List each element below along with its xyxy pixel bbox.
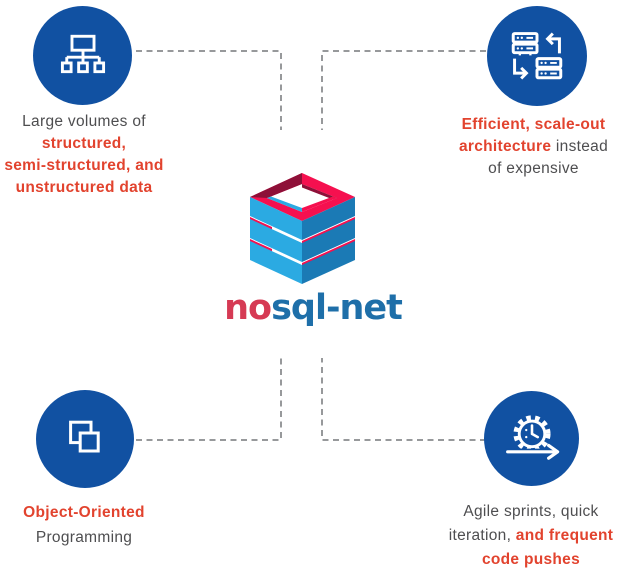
data-volumes-circle [33, 6, 132, 105]
agile-gear-clock-icon [505, 414, 559, 460]
label-line: architecture instead [443, 136, 624, 158]
stacked-cube-database-icon [250, 173, 355, 284]
scale-out-circle [487, 6, 587, 106]
connector-bottom-left [136, 358, 282, 441]
label-line: Large volumes of [0, 111, 168, 133]
text-segment: of expensive [488, 160, 579, 177]
logo-wordmark: nosql-net [203, 288, 423, 328]
text-segment: Programming [35, 529, 133, 546]
oop-circle [36, 390, 134, 488]
label-line: structured, [0, 133, 168, 155]
wordmark-blue-part: sql-net [271, 288, 403, 328]
label-oop: Object-Oriented Programming [0, 500, 168, 550]
text-segment: iteration, [448, 527, 516, 544]
label-line: code pushes [431, 548, 624, 571]
text-segment: unstructured data [15, 179, 153, 196]
connector-bottom-right [321, 358, 486, 441]
text-segment: Agile sprints, quick [463, 503, 599, 520]
text-segment: semi-structured, and [4, 157, 164, 174]
overlapping-squares-icon [69, 420, 100, 453]
text-segment: Efficient, scale-out [461, 116, 606, 133]
label-agile: Agile sprints, quick iteration, and freq… [431, 500, 624, 571]
label-line: Programming [0, 525, 168, 550]
label-line: Agile sprints, quick [431, 500, 624, 524]
text-segment: and frequent [515, 527, 614, 544]
text-segment: code pushes [481, 551, 581, 568]
server-sync-icon [511, 32, 563, 80]
label-large-volumes: Large volumes of structured, semi-struct… [0, 111, 168, 199]
connector-top-right [321, 50, 486, 130]
label-scale-out: Efficient, scale-out architecture instea… [443, 114, 624, 180]
text-segment: Object-Oriented [23, 504, 145, 521]
wordmark-red-part: no [224, 288, 272, 328]
text-segment: structured, [41, 135, 127, 152]
label-line: of expensive [443, 158, 624, 180]
label-line: unstructured data [0, 177, 168, 199]
agile-circle [484, 391, 579, 486]
label-line: Object-Oriented [0, 500, 168, 525]
text-segment: Large volumes of [22, 113, 146, 130]
text-segment: instead [551, 138, 609, 155]
hierarchy-icon [60, 34, 105, 73]
label-line: iteration, and frequent [431, 524, 624, 548]
text-segment: architecture [458, 138, 552, 155]
label-line: Efficient, scale-out [443, 114, 624, 136]
label-line: semi-structured, and [0, 155, 168, 177]
